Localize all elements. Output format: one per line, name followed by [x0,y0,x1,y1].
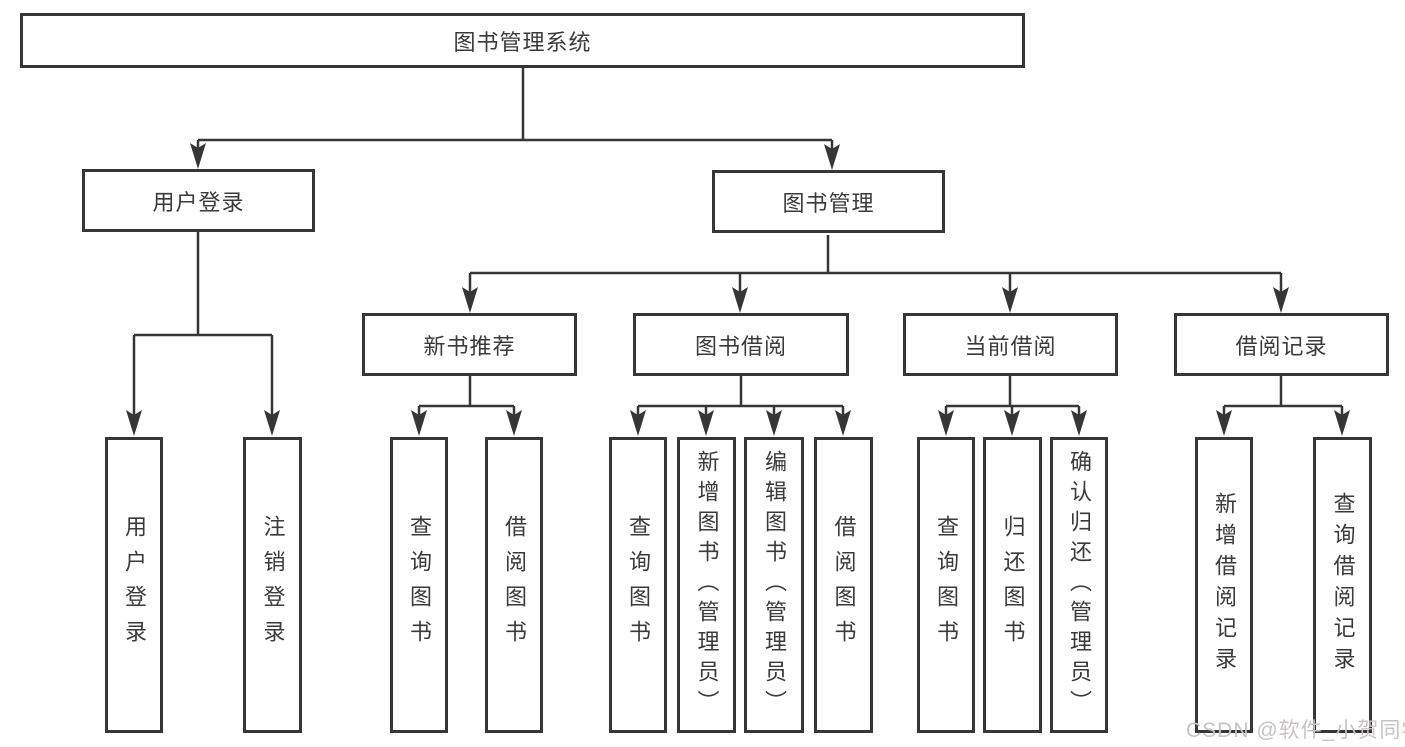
node-borrow-records-label: 借阅记录 [1235,333,1328,359]
node-user-login-label: 用户登录 [152,189,245,215]
node-user-login: 用户登录 [82,169,315,232]
leaf-borrow-add-admin: 新增图书（管理员） [677,437,736,733]
leaf-newbooks-borrow: 借阅图书 [485,437,543,733]
node-root-system: 图书管理系统 [20,13,1025,68]
node-book-management-label: 图书管理 [782,190,875,216]
leaf-borrow-query: 查询图书 [609,437,667,733]
leaf-current-confirm-admin-label: 确认归还（管理员） [1067,450,1092,720]
leaf-borrow-borrow: 借阅图书 [814,437,873,733]
leaf-user-login-label: 用户登录 [122,515,147,655]
node-book-borrow-label: 图书借阅 [694,333,787,359]
arrowheads [126,143,1350,436]
leaf-records-query: 查询借阅记录 [1313,437,1372,733]
leaf-current-return-label: 归还图书 [1000,515,1026,655]
leaf-newbooks-query-label: 查询图书 [407,515,432,655]
leaf-current-query: 查询图书 [917,437,975,733]
leaf-borrow-edit-admin-label: 编辑图书（管理员） [762,450,787,720]
leaf-borrow-query-label: 查询图书 [626,515,651,655]
leaf-logout-label: 注销登录 [260,515,286,655]
leaf-logout: 注销登录 [243,437,302,733]
leaf-newbooks-query: 查询图书 [390,437,448,733]
leaf-borrow-edit-admin: 编辑图书（管理员） [744,437,804,733]
leaf-current-query-label: 查询图书 [934,515,959,655]
csdn-watermark: CSDN @软件_小贺同学 [1186,719,1405,742]
leaf-newbooks-borrow-label: 借阅图书 [502,515,527,655]
node-new-book-recommend-label: 新书推荐 [423,333,516,359]
leaf-records-add-label: 新增借阅记录 [1212,492,1237,678]
node-current-borrow-label: 当前借阅 [964,333,1057,359]
node-root-label: 图书管理系统 [453,29,592,55]
leaf-borrow-borrow-label: 借阅图书 [831,515,857,655]
leaf-user-login: 用户登录 [105,437,163,733]
leaf-borrow-add-admin-label: 新增图书（管理员） [694,450,720,720]
leaf-current-confirm-admin: 确认归还（管理员） [1050,437,1108,733]
leaf-records-query-label: 查询借阅记录 [1330,492,1356,678]
node-borrow-records: 借阅记录 [1174,313,1389,376]
node-new-book-recommend: 新书推荐 [362,313,577,376]
node-book-borrow: 图书借阅 [633,313,849,376]
leaf-records-add: 新增借阅记录 [1195,437,1253,733]
leaf-current-return: 归还图书 [983,437,1042,733]
node-current-borrow: 当前借阅 [903,313,1118,376]
node-book-management: 图书管理 [712,170,945,233]
